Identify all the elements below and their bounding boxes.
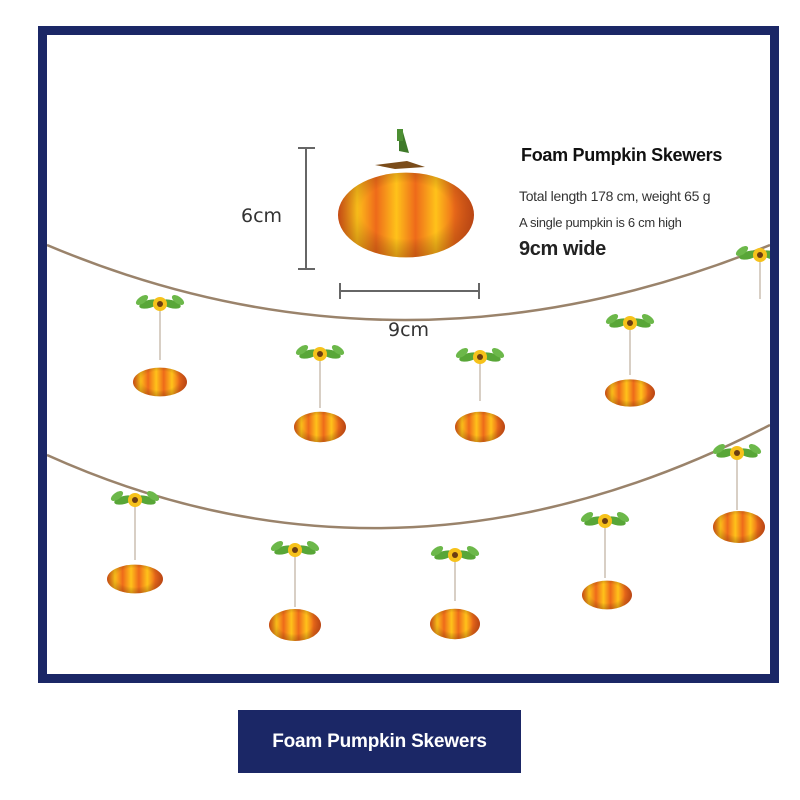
spec-pumpkin-width: 9cm wide (519, 238, 606, 260)
garland-twine-bottom (47, 423, 770, 530)
spec-length-weight: Total length 178 cm, weight 65 g (519, 188, 711, 204)
product-image-frame: 6cm 9cm Foam Pumpkin Skewers Total lengt… (38, 26, 779, 683)
large-pumpkin-image (338, 129, 474, 258)
product-name-banner: Foam Pumpkin Skewers (238, 710, 521, 773)
banner-label: Foam Pumpkin Skewers (272, 730, 487, 752)
garland-twine-top (47, 243, 770, 322)
height-dimension-line (298, 147, 315, 270)
width-dimension-label: 9cm (388, 319, 430, 341)
spec-pumpkin-height: A single pumpkin is 6 cm high (519, 215, 682, 230)
height-dimension-label: 6cm (241, 205, 283, 227)
product-title: Foam Pumpkin Skewers (521, 145, 723, 165)
garland-illustration (47, 129, 770, 641)
garland-top (133, 244, 770, 443)
garland-bottom (107, 442, 765, 641)
width-dimension-line (339, 283, 480, 299)
